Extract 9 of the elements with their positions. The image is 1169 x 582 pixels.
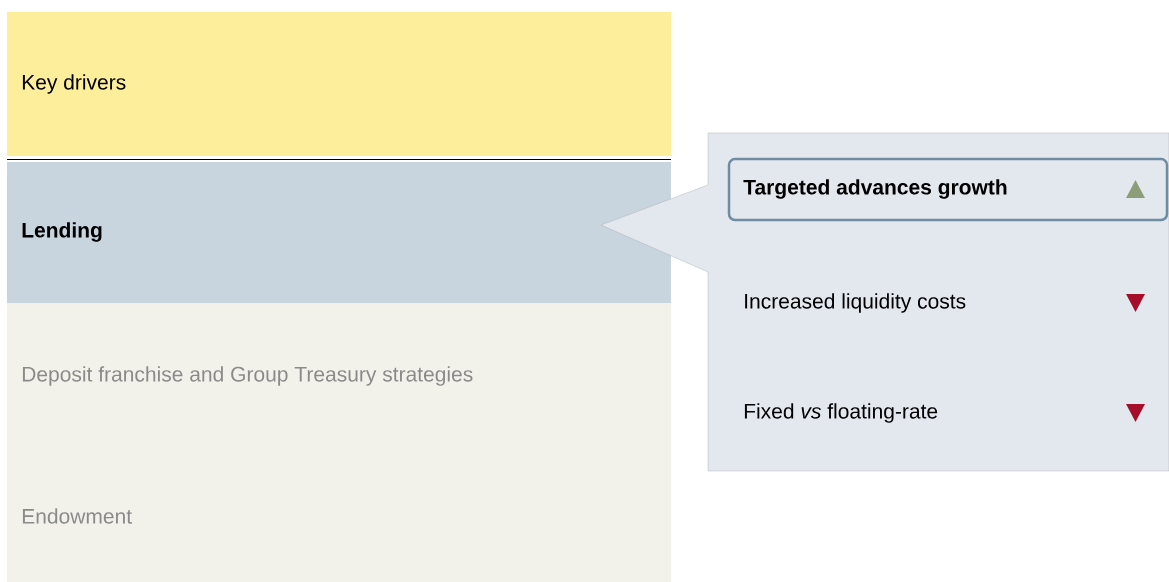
node-label: Endowment <box>22 508 132 524</box>
indicator-row: Fixed vs floating-rate <box>744 403 938 423</box>
band: Endowment <box>7 450 671 582</box>
node-label: Deposit franchise and Group Treasury strategies <box>22 366 473 386</box>
highlighted-box: Targeted advances growth <box>727 157 1169 222</box>
band: Lending <box>7 162 671 303</box>
band: Deposit franchise and Group Treasury strategies <box>7 303 671 450</box>
band: Key drivers <box>7 12 671 156</box>
indicator-row: Increased liquidity costs <box>745 293 966 313</box>
